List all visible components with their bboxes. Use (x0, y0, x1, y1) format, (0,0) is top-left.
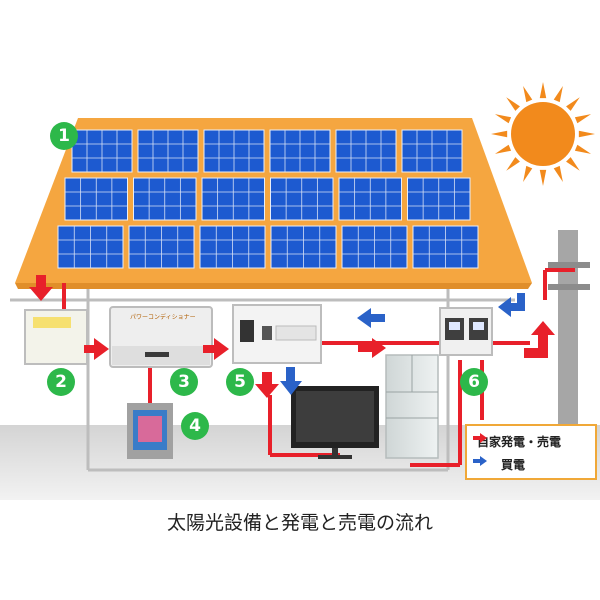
red-arrow-junction-to-conditioner (84, 338, 109, 360)
red-arrow-board-down (255, 372, 279, 398)
solar-panel (341, 225, 408, 269)
blue-arrow-buy-from-grid (498, 293, 525, 317)
badge-2-junction-box: 2 (47, 368, 75, 396)
solar-panel (270, 177, 334, 221)
badge-3-power-conditioner: 3 (170, 368, 198, 396)
sun-ray (566, 157, 580, 171)
sun-ray (506, 97, 520, 111)
red-arrow-conditioner-to-board (203, 338, 229, 360)
blue-arrow-board-down (280, 367, 302, 395)
refrigerator (385, 354, 439, 459)
energy-monitor (127, 403, 173, 459)
sun-ray (523, 165, 533, 183)
sun-ray (574, 114, 592, 124)
power-conditioner (109, 306, 213, 368)
generation-arrows (29, 275, 555, 398)
red-arrow-to-meter (358, 338, 386, 358)
sun-ray (553, 85, 563, 103)
solar-panel (407, 177, 471, 221)
legend-purchase-label: 買電 (501, 457, 526, 472)
solar-panel (201, 177, 265, 221)
badge-1-solar-panels: 1 (50, 122, 78, 150)
badge-6-meters: 6 (460, 368, 488, 396)
sun-ray (539, 82, 547, 99)
solar-panel (199, 225, 266, 269)
red-arrow-icon (473, 433, 487, 443)
sun-ray (574, 144, 592, 154)
purchase-arrows (280, 293, 525, 395)
red-arrow-panel-to-junction (29, 275, 53, 301)
legend-generation-label: 自家発電・売電 (477, 434, 562, 449)
red-arrow-sell-to-grid (524, 321, 555, 358)
legend-row-purchase: 買電 (473, 456, 525, 472)
sun-ray (494, 114, 512, 124)
sun-ray (494, 144, 512, 154)
solar-panel (133, 177, 197, 221)
solar-panel (71, 129, 133, 173)
sun-ray (506, 157, 520, 171)
conditioner-label: パワーコンディショナー (130, 314, 196, 321)
solar-panel (57, 225, 124, 269)
solar-panel (401, 129, 463, 173)
solar-panel (412, 225, 479, 269)
badge-4-monitor: 4 (181, 412, 209, 440)
solar-panel (203, 129, 265, 173)
solar-panel (64, 177, 128, 221)
sun-ray (578, 130, 595, 138)
junction-box (24, 309, 88, 365)
sun-ray (523, 85, 533, 103)
television (291, 386, 379, 459)
sun-ray (553, 165, 563, 183)
badge-5-distribution-board: 5 (226, 368, 254, 396)
distribution-board (232, 304, 322, 364)
sun-ray (539, 169, 547, 186)
flow-legend: 自家発電・売電 買電 (465, 424, 597, 480)
sun-ray (566, 97, 580, 111)
sun-ray (491, 130, 508, 138)
sun-icon (491, 82, 595, 186)
solar-panel (128, 225, 195, 269)
solar-panel (270, 225, 337, 269)
electricity-meters (439, 307, 493, 356)
solar-panel (338, 177, 402, 221)
blue-arrow-icon (473, 456, 487, 466)
solar-panel (269, 129, 331, 173)
solar-panel-array (57, 129, 479, 269)
diagram-caption: 太陽光設備と発電と売電の流れ (166, 512, 433, 534)
blue-arrow-to-board (357, 308, 385, 328)
solar-panel (335, 129, 397, 173)
utility-pole (548, 230, 590, 425)
legend-row-generation: 自家発電・売電 (473, 433, 561, 449)
solar-panel (137, 129, 199, 173)
